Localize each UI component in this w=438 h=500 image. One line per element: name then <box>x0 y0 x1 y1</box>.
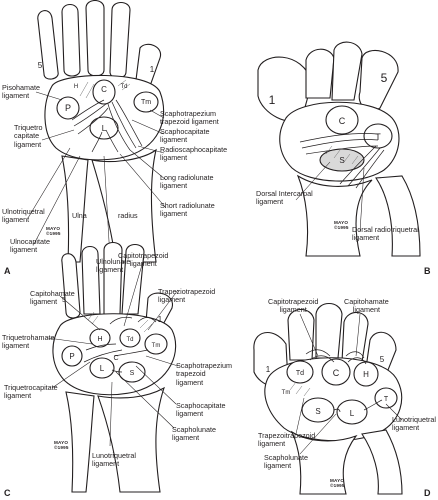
panel-letter-c: C <box>4 488 11 498</box>
label-scapholunate-ligament-c: Scapholunate ligament <box>172 425 216 443</box>
bone-label-d-trapezium: Tm <box>282 390 291 396</box>
panel-letter-a: A <box>4 266 11 276</box>
label-long-radiolunate-ligament: Long radiolunate ligament <box>160 173 214 191</box>
label-lunotriquetral-ligament-c: Lunotriquetral ligament <box>92 451 136 469</box>
label-triquetrocapitate-ligament-c: Triquetrocapitate ligament <box>4 383 58 401</box>
label-radius: radius <box>118 211 138 220</box>
bone-label-a-trapezoid: Td <box>120 84 127 90</box>
label-ulnolunate-ligament: Ulnolunate ligament <box>96 257 131 275</box>
bone-label-b-triquetrum: T <box>375 132 381 142</box>
bone-label-b-fifth-metacarpal: 5 <box>381 71 388 85</box>
label-scaphocapitate-ligament-a: Scaphocapitate ligament <box>160 127 210 145</box>
bone-label-b-first-metacarpal: 1 <box>269 93 276 107</box>
panel-c-illustration <box>47 241 179 493</box>
bone-label-a-lunate: L <box>102 124 107 133</box>
bone-label-d-first-metacarpal: 1 <box>266 365 271 374</box>
label-pisohamate-ligament: Pisohamate ligament <box>2 83 40 101</box>
label-triquetrocapitate-ligament: Triquetro capitate ligament <box>14 123 43 149</box>
bone-label-a-hamate: H <box>74 84 78 90</box>
mayo-copyright-b: MAYO ©1995 <box>334 220 349 231</box>
bone-label-a-capitate: C <box>101 85 107 94</box>
bone-label-d-scaphoid: S <box>315 407 320 416</box>
bone-label-d-fifth-metacarpal: 5 <box>380 355 385 364</box>
panel-d-illustration <box>253 302 403 495</box>
mayo-copyright-d: MAYO ©1995 <box>330 478 345 489</box>
bone-label-c-scaphoid: S <box>130 370 135 377</box>
bone-label-d-hamate: H <box>363 370 369 379</box>
bone-label-d-lunate: L <box>350 409 355 418</box>
label-dorsal-radiotriquetral-ligament: Dorsal radiotriquetral ligament <box>352 225 419 243</box>
mayo-copyright-a: MAYO ©1995 <box>46 226 61 237</box>
bone-label-b-scaphoid: S <box>339 156 344 165</box>
bone-label-c-trapezium: Tm <box>152 343 161 349</box>
label-capitohamate-ligament-d: Capitohamate ligament <box>344 297 389 315</box>
label-dorsal-intercarpal-ligament: Dorsal Intercarpal ligament <box>256 189 313 207</box>
bone-label-c-pisiform: P <box>69 352 74 361</box>
bone-label-d-capitate: C <box>333 368 340 378</box>
label-short-radiolunate-ligament: Short radiolunate ligament <box>160 201 215 219</box>
label-radioscaphocapitate-ligament: Radioscaphocapitate ligament <box>160 145 228 163</box>
label-triquetrohamate-ligament: Triquetrohamate ligament <box>2 333 55 351</box>
bone-label-d-triquetrum: T <box>384 396 389 403</box>
bone-label-c-lunate: L <box>100 364 105 373</box>
label-trapeziotrapezoid-ligament: Trapeziotrapezoid ligament <box>158 287 216 305</box>
bone-label-c-capitate: C <box>113 355 118 362</box>
bone-label-a-trapezium: Tm <box>141 99 151 106</box>
bone-label-c-fifth-metacarpal: 5 <box>62 297 66 304</box>
label-scaphotrapezium-trapezoid-ligament-c: Scaphotrapezium trapezoid ligament <box>176 361 232 387</box>
label-trapezoitrapezoid-ligament: Trapezoitrapezoid ligament <box>258 431 316 449</box>
bone-label-c-hamate: H <box>97 336 102 343</box>
bone-label-d-trapezoid: Td <box>296 370 304 377</box>
label-lunotriquetral-ligament-d: Lunotriquetral ligament <box>392 415 436 433</box>
bone-label-a-first-metacarpal: 1 <box>150 65 155 74</box>
label-scaphotrapezium-trapezoid-ligament-a: Scaphotrapezium trapezoid ligament <box>160 109 219 127</box>
bone-label-a-pisiform: P <box>65 103 71 113</box>
label-scaphocapitate-ligament-c: Scaphocapitate ligament <box>176 401 226 419</box>
panel-letter-b: B <box>424 266 431 276</box>
label-scapholunate-ligament-d: Scapholunate ligament <box>264 453 308 471</box>
label-ulna: Ulna <box>72 211 87 220</box>
mayo-copyright-c: MAYO ©1995 <box>54 440 69 451</box>
label-capitohamate-ligament-c: Capitohamate ligament <box>30 289 75 307</box>
panel-letter-d: D <box>424 488 431 498</box>
bone-label-c-first-metacarpal: 1 <box>158 315 163 324</box>
bone-label-c-trapezoid: Td <box>126 337 133 343</box>
panel-a-illustration <box>27 0 167 263</box>
bone-label-a-fifth-metacarpal: 5 <box>38 61 43 70</box>
label-ulnocapitate-ligament: Ulnocapitate ligament <box>10 237 50 255</box>
label-capitotrapezoid-ligament-c: Capitotrapezoid ligament <box>118 251 169 269</box>
label-capitotrapezoid-ligament-d: Capitotrapezoid ligament <box>268 297 319 315</box>
panel-b-illustration <box>257 41 421 257</box>
bone-label-b-capitate: C <box>339 116 346 126</box>
label-ulnotriquetral-ligament: Ulnotriquetral ligament <box>2 207 45 225</box>
